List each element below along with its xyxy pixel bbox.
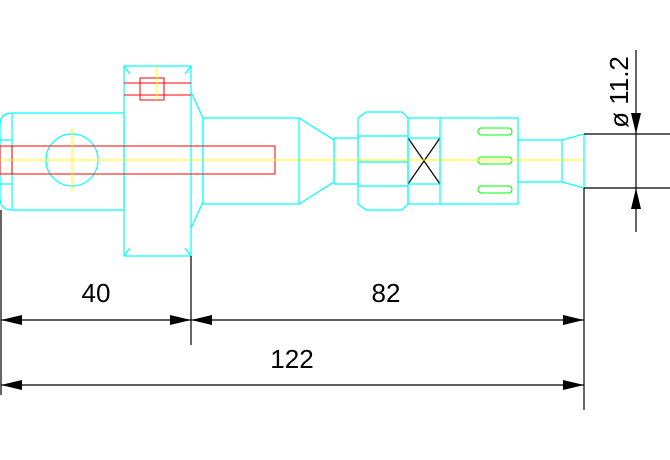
dimension-lines — [0, 50, 670, 410]
hex-nut — [357, 111, 409, 211]
part-outline — [0, 65, 585, 257]
dimension-left-length: 40 — [82, 278, 111, 308]
taper-section — [298, 117, 335, 205]
square-drive — [407, 137, 441, 185]
dimension-total-length: 122 — [270, 344, 313, 374]
right-taper — [518, 133, 585, 189]
dimension-right-length: 82 — [372, 278, 401, 308]
main-shaft — [202, 117, 300, 205]
dimension-diameter: ø 11.2 — [604, 56, 634, 128]
slotted-body — [407, 117, 519, 205]
small-collar — [333, 137, 359, 185]
left-end-body — [0, 112, 125, 211]
centerlines — [0, 66, 584, 192]
